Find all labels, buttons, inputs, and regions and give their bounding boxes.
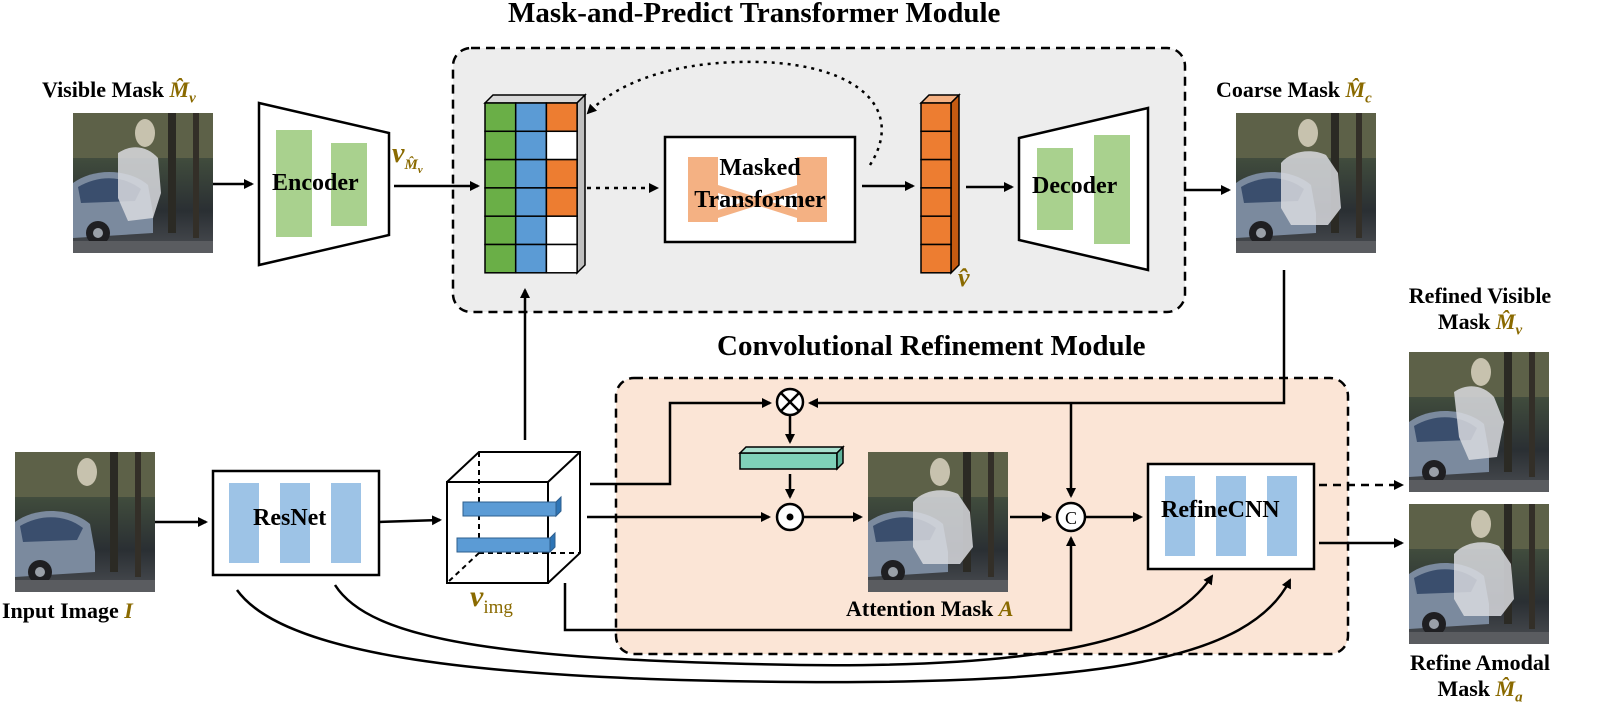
coarse-mask-image <box>1236 113 1376 253</box>
refine-amodal-mask-image <box>1409 504 1549 644</box>
v-hat-column <box>919 93 961 275</box>
input-image-caption: Input Image I <box>2 598 133 623</box>
dot-product-operator <box>775 502 805 532</box>
token-cell <box>545 187 578 217</box>
token-cell <box>545 215 578 246</box>
refinecnn-block <box>1146 462 1316 571</box>
token-cell <box>545 158 578 189</box>
token-cell <box>484 243 517 274</box>
v-hat-symbol: v̂ <box>958 263 970 292</box>
token-cell <box>545 130 578 161</box>
visible-mask-image <box>73 113 213 253</box>
v-img-symbol: vimg <box>470 580 513 618</box>
token-cell <box>545 102 578 133</box>
visible-mask-caption: Visible Mask M̂v <box>42 77 196 107</box>
v-hat-cell <box>920 130 952 161</box>
token-cell <box>545 243 578 274</box>
token-cell <box>514 187 548 217</box>
masked-transformer-block <box>663 135 857 244</box>
resnet-block <box>211 469 381 577</box>
refinecnn-label: RefineCNN <box>1161 497 1280 523</box>
token-cell <box>514 102 548 133</box>
coarse-mask-caption: Coarse Mask M̂c <box>1216 77 1372 107</box>
token-cell <box>484 187 517 217</box>
v-hat-cell <box>920 243 952 274</box>
attention-mask-caption: Attention Mask A <box>846 596 1014 621</box>
v-mv-symbol: vM̂v <box>392 138 423 176</box>
resnet-label: ResNet <box>253 505 327 531</box>
token-cell <box>484 215 517 246</box>
v-hat-cell <box>920 187 952 217</box>
multiply-operator <box>775 387 805 417</box>
concat-operator: C <box>1055 501 1087 533</box>
refined-visible-mask-image <box>1409 352 1549 492</box>
refined-visible-mask-caption: Refined Visible Mask M̂v <box>1408 283 1552 339</box>
encoder-block <box>257 101 391 267</box>
attention-mask-image <box>868 452 1008 592</box>
v-img-feature-cube <box>446 451 581 584</box>
refine-amodal-mask-caption: Refine Amodal Mask M̂a <box>1410 650 1550 706</box>
token-grid <box>483 93 587 275</box>
teal-feature-bar <box>738 445 845 471</box>
token-cell <box>484 102 517 133</box>
input-image <box>15 452 155 592</box>
concat-symbol: C <box>1065 508 1077 528</box>
encoder-label: Encoder <box>272 170 359 196</box>
token-cell <box>514 215 548 246</box>
masked-transformer-label: Masked Transformer <box>694 155 826 213</box>
mask-predict-module-title: Mask-and-Predict Transformer Module <box>508 0 1001 29</box>
token-cell <box>484 158 517 189</box>
v-hat-cell <box>920 215 952 246</box>
token-cell <box>514 243 548 274</box>
decoder-block <box>1017 106 1150 272</box>
connections <box>155 60 1404 684</box>
token-cell <box>514 130 548 161</box>
token-cell <box>484 130 517 161</box>
v-hat-cell <box>920 102 952 133</box>
token-cell <box>514 158 548 189</box>
decoder-label: Decoder <box>1032 173 1118 199</box>
v-hat-cell <box>920 158 952 189</box>
conv-refine-module-title: Convolutional Refinement Module <box>717 330 1146 362</box>
